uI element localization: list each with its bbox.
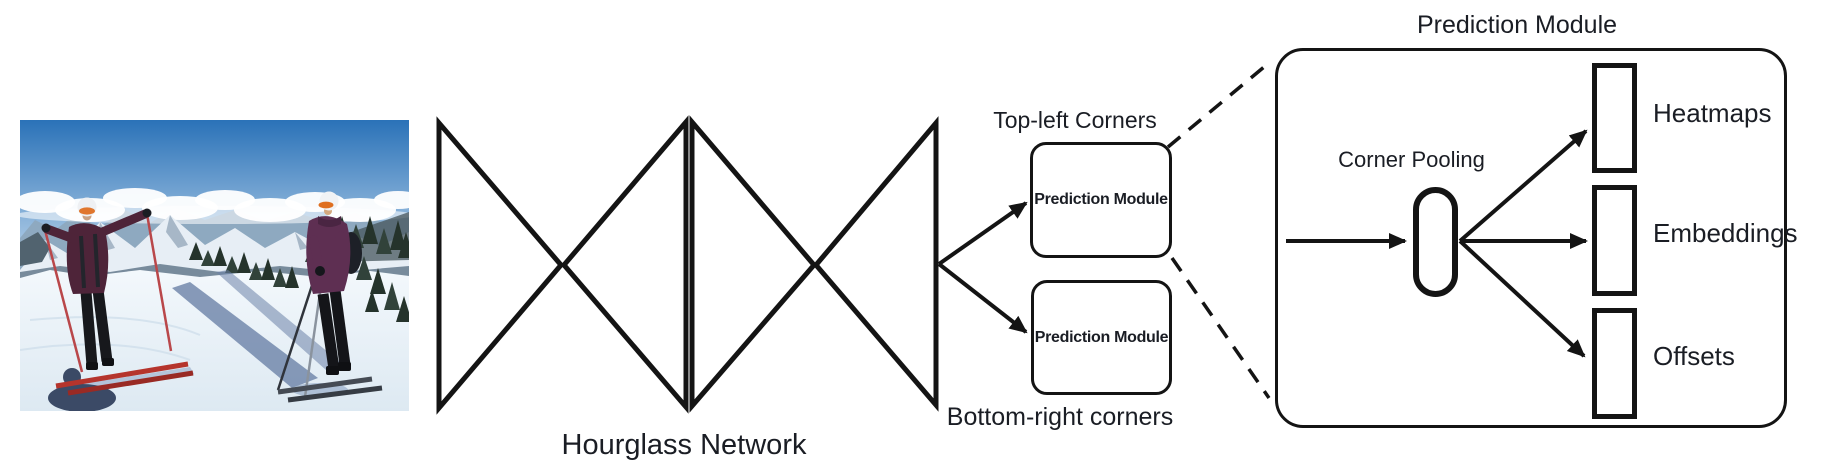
- hourglass-network-shape: [436, 115, 939, 415]
- heatmaps-block: [1592, 63, 1637, 173]
- prediction-module-title: Prediction Module: [1416, 11, 1618, 39]
- top-left-corners-label: Top-left Corners: [993, 107, 1157, 133]
- corner-pooling-label: Corner Pooling: [1338, 147, 1485, 172]
- heatmaps-label: Heatmaps: [1653, 98, 1772, 128]
- corner-pooling-block: [1413, 187, 1458, 297]
- offsets-block: [1592, 308, 1637, 419]
- embeddings-block: [1592, 185, 1637, 296]
- hourglass-network-label: Hourglass Network: [561, 429, 807, 461]
- prediction-module-box-bottom-label: Prediction Module: [1034, 328, 1169, 346]
- input-image: [20, 120, 409, 411]
- skier-photo-illustration: [20, 120, 409, 411]
- skier-right: [276, 191, 383, 403]
- prediction-module-box-top: Prediction Module: [1030, 142, 1172, 258]
- offsets-label: Offsets: [1653, 341, 1735, 371]
- bottom-right-corners-label: Bottom-right corners: [946, 403, 1174, 431]
- embeddings-label: Embeddings: [1653, 218, 1798, 248]
- skier-left: [41, 197, 194, 396]
- prediction-module-box-bottom: Prediction Module: [1031, 280, 1172, 395]
- branch-arrows: [937, 201, 1028, 334]
- prediction-module-box-top-label: Prediction Module: [1034, 191, 1168, 208]
